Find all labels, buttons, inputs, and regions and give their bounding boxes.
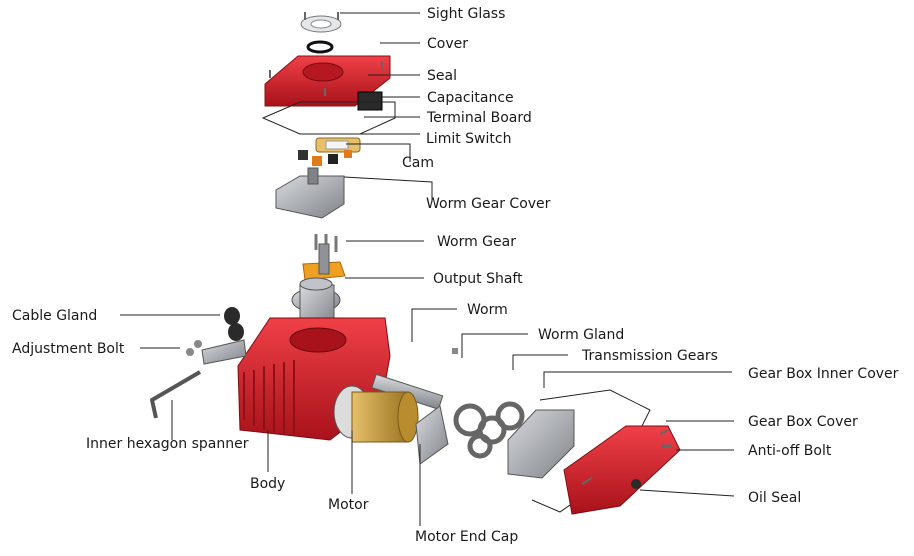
- label-cable-gland: Cable Gland: [12, 308, 97, 324]
- motor-part: [333, 385, 419, 443]
- label-gear-box-cover: Gear Box Cover: [748, 414, 858, 430]
- label-cam: Cam: [402, 155, 434, 171]
- label-seal: Seal: [427, 68, 457, 84]
- limit-switch-part: [315, 137, 361, 153]
- label-motor-end-cap: Motor End Cap: [415, 529, 518, 545]
- label-body: Body: [250, 476, 285, 492]
- label-cover: Cover: [427, 36, 468, 52]
- callout-lines: [120, 12, 735, 526]
- motor-end-cap-part: [415, 405, 449, 465]
- label-worm-gear-cover: Worm Gear Cover: [426, 196, 551, 212]
- gear-box-cover-part: [563, 425, 681, 515]
- label-output-shaft: Output Shaft: [433, 271, 523, 287]
- label-inner-hexagon-spanner: Inner hexagon spanner: [86, 436, 249, 452]
- label-worm-gland: Worm Gland: [538, 327, 624, 343]
- label-motor: Motor: [328, 497, 369, 513]
- label-limit-switch: Limit Switch: [426, 131, 511, 147]
- output-shaft-part: [302, 243, 346, 281]
- gear-box-inner-cover-part: [507, 389, 651, 513]
- label-sight-glass: Sight Glass: [427, 6, 505, 22]
- cam-part: [298, 150, 352, 166]
- capacitance-part: [357, 91, 383, 111]
- worm-gland-part: [452, 348, 458, 354]
- oil-seal-part: [631, 479, 641, 489]
- sight-glass-part: [300, 12, 342, 33]
- label-capacitance: Capacitance: [427, 90, 514, 106]
- label-oil-seal: Oil Seal: [748, 490, 801, 506]
- seal-ring-part: [306, 40, 334, 54]
- gasket-outline: [261, 101, 396, 135]
- label-terminal-board: Terminal Board: [426, 110, 532, 126]
- label-worm-gear: Worm Gear: [437, 234, 516, 250]
- label-adjustment-bolt: Adjustment Bolt: [12, 341, 125, 357]
- cable-gland-part: [224, 307, 244, 341]
- worm-gear-cover-part: [275, 167, 345, 219]
- label-gear-box-inner-cover: Gear Box Inner Cover: [748, 366, 899, 382]
- transmission-gears-part: [453, 401, 525, 459]
- adjustment-bolt-part: [186, 339, 247, 365]
- label-transmission-gears: Transmission Gears: [581, 348, 718, 364]
- hex-spanner-part: [150, 370, 202, 419]
- label-worm: Worm: [467, 302, 508, 318]
- label-anti-off-bolt: Anti-off Bolt: [748, 443, 832, 459]
